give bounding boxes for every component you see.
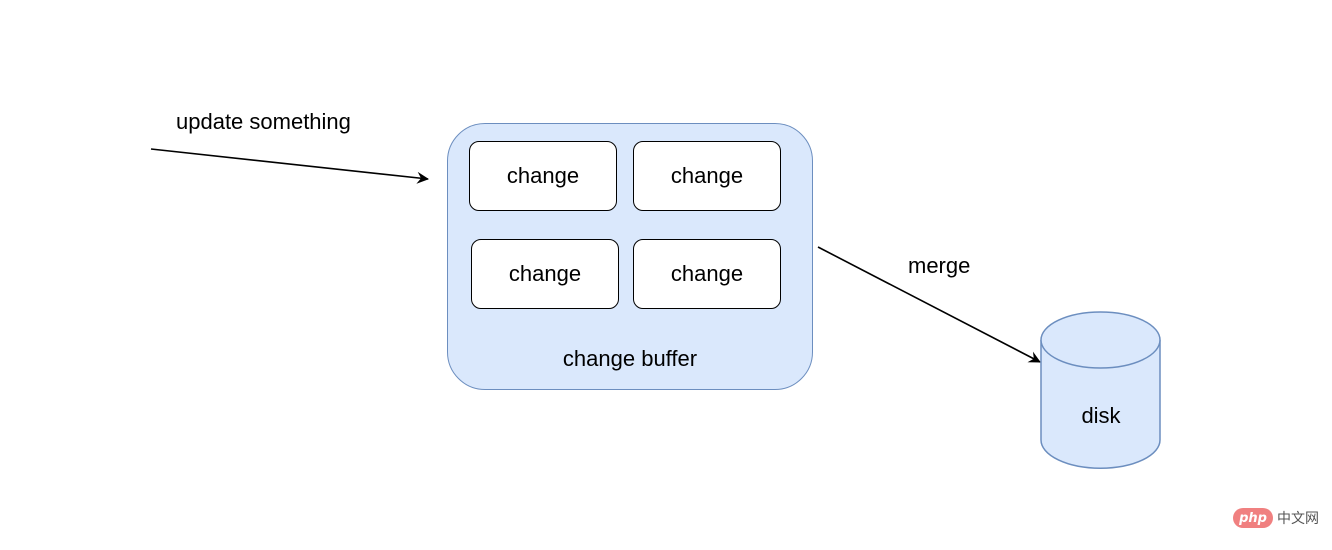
change-box: change [633, 239, 781, 309]
watermark: php 中文网 [1233, 508, 1319, 528]
disk-label: disk [1081, 403, 1121, 428]
change-box: change [633, 141, 781, 211]
merge-label: merge [908, 253, 971, 278]
change-buffer-label: change buffer [562, 346, 698, 371]
update-label: update something [176, 109, 351, 134]
merge-arrow [817, 246, 1041, 363]
disk-icon [1040, 311, 1161, 469]
change-box: change [469, 141, 617, 211]
watermark-logo: php [1233, 508, 1273, 528]
watermark-text: 中文网 [1277, 511, 1319, 527]
change-box: change [471, 239, 619, 309]
update-arrow [150, 148, 429, 184]
